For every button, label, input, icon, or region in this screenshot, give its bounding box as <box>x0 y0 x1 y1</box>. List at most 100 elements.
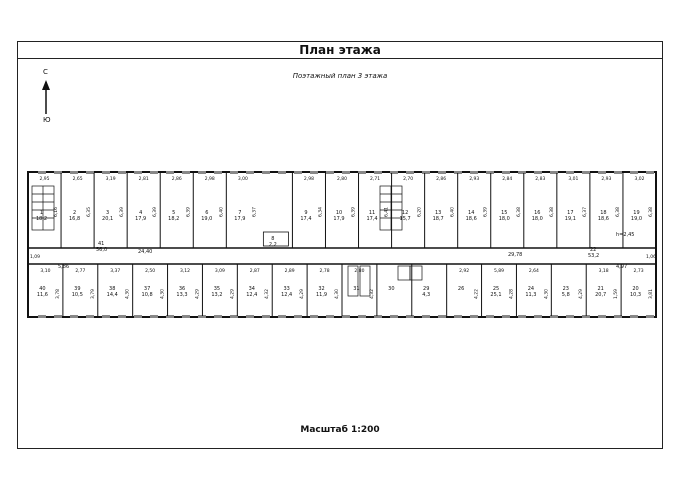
room-id: 17 <box>567 210 573 216</box>
room-depth: 4,32 <box>369 289 375 299</box>
room-id: 12 <box>402 210 408 216</box>
room-depth: 6,16 <box>53 207 59 217</box>
room-area: 20,7 <box>595 292 606 298</box>
room-depth: 6,39 <box>351 207 357 217</box>
room-depth: 4,29 <box>194 289 200 299</box>
room-width: 2,93 <box>469 176 479 182</box>
room-area: 11,3 <box>525 292 536 298</box>
room-area: 11,6 <box>37 292 48 298</box>
room-width: 2,92 <box>459 268 469 274</box>
compass-north-label: С <box>43 68 48 76</box>
room-id: 7 <box>238 210 241 216</box>
room-depth: 6,41 <box>384 207 390 217</box>
corridor-right-room-id: 22 <box>590 247 596 253</box>
room-area: 18,2 <box>168 216 179 222</box>
room-area: 11,9 <box>316 292 327 298</box>
room-area: 10,5 <box>72 292 83 298</box>
room-width: 2,77 <box>75 268 85 274</box>
room-area: 4,3 <box>422 292 430 298</box>
dim-right-small: 1,06 <box>646 254 656 260</box>
room-area: 18,0 <box>532 216 543 222</box>
room-width: 3,10 <box>40 268 50 274</box>
corridor-right-room-area: 53,2 <box>588 253 599 259</box>
room-width: 3,00 <box>238 176 248 182</box>
room-id: 29 <box>423 286 429 292</box>
room-depth: 6,39 <box>119 207 125 217</box>
room-area: 18,6 <box>598 216 609 222</box>
room-area: 19,1 <box>565 216 576 222</box>
room-id: 38 <box>109 286 115 292</box>
compass-arrow-icon <box>42 80 50 114</box>
room-depth: 6,37 <box>251 207 257 217</box>
room-area: 17,9 <box>333 216 344 222</box>
room-bottom-30: 30 <box>376 264 395 317</box>
room-id: 14 <box>468 210 474 216</box>
room-depth: 6,38 <box>648 207 654 217</box>
room-area: 17,4 <box>300 216 311 222</box>
room-width: 2,80 <box>354 268 364 274</box>
room-id: 40 <box>39 286 45 292</box>
room-id: 21 <box>597 286 603 292</box>
room-width: 2,89 <box>285 268 295 274</box>
room-bottom-31: 2,80 4,32 31 <box>341 264 375 317</box>
dim-497: 4,97 <box>616 264 627 270</box>
room-id: 37 <box>144 286 150 292</box>
room-id: 18 <box>600 210 606 216</box>
room-id: 30 <box>388 286 394 292</box>
room-width: 2,84 <box>502 176 512 182</box>
corridor-len-right: 29,78 <box>508 252 522 258</box>
sheet-title: План этажа <box>18 42 662 59</box>
room-id: 19 <box>633 210 639 216</box>
bottom-rooms: 3,103,784011,62,773,793910,53,374,303814… <box>27 264 654 317</box>
room-id: 5 <box>172 210 175 216</box>
room-width: 2,98 <box>205 176 215 182</box>
plan-scale: Масштаб 1:200 <box>300 425 380 435</box>
room-area: 17,9 <box>234 216 245 222</box>
room-area: 2,2 <box>269 242 277 248</box>
room-depth: 6,40 <box>450 207 456 217</box>
room-id: 33 <box>283 286 289 292</box>
room-id: 39 <box>74 286 80 292</box>
room-id: 10 <box>336 210 342 216</box>
room-id: 35 <box>214 286 220 292</box>
room-id: 31 <box>353 286 359 292</box>
room-width: 3,12 <box>180 268 190 274</box>
room-area: 15,7 <box>400 216 411 222</box>
stair-left <box>31 185 55 231</box>
room-width: 3,18 <box>599 268 609 274</box>
room-area: 18,0 <box>499 216 510 222</box>
room-area: 5,8 <box>562 292 570 298</box>
room-depth: 4,22 <box>474 289 480 299</box>
room-area: 19,0 <box>631 216 642 222</box>
corridor-len-left: 24,40 <box>138 249 152 255</box>
room-depth: 6,39 <box>152 207 158 217</box>
room-depth: 6,39 <box>483 207 489 217</box>
top-rooms: 2,956,16118,22,656,35216,83,196,39320,12… <box>27 172 654 248</box>
room-area: 18,2 <box>36 216 47 222</box>
room-depth: 6,38 <box>549 207 555 217</box>
room-id: 1 <box>40 210 43 216</box>
room-area: 20,1 <box>102 216 113 222</box>
room-depth: 3,81 <box>648 289 654 299</box>
room-id: 3 <box>106 210 109 216</box>
room-area: 19,0 <box>201 216 212 222</box>
room-width: 2,87 <box>250 268 260 274</box>
room-width: 2,95 <box>40 176 50 182</box>
dim-left-small: 1,09 <box>30 254 40 260</box>
room-area: 16,8 <box>69 216 80 222</box>
room-area: 25,1 <box>490 292 501 298</box>
room-id: 20 <box>632 286 638 292</box>
compass: С Ю <box>40 68 56 128</box>
room-depth: 4,32 <box>264 289 270 299</box>
room-width: 2,93 <box>601 176 611 182</box>
